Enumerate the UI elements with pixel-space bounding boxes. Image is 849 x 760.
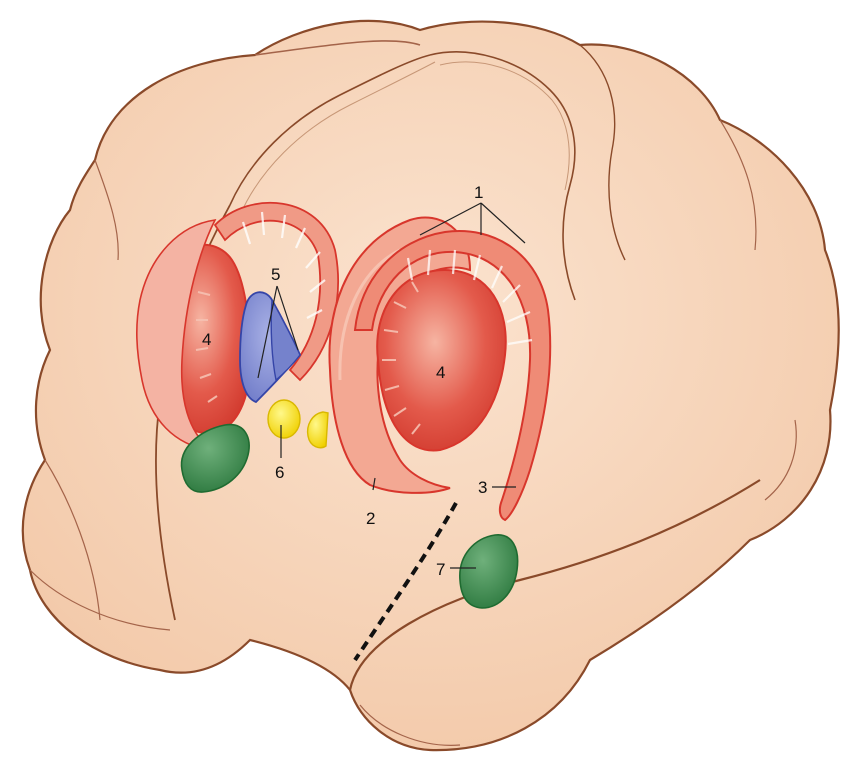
label-1: 1 [474,183,483,202]
label-6: 6 [275,463,284,482]
label-3: 3 [478,478,487,497]
label-2: 2 [366,509,375,528]
label-4-left: 4 [202,330,211,349]
yellow-nucleus-left [268,400,300,438]
label-5: 5 [271,265,280,284]
label-4-right: 4 [436,363,445,382]
label-7: 7 [436,560,445,579]
